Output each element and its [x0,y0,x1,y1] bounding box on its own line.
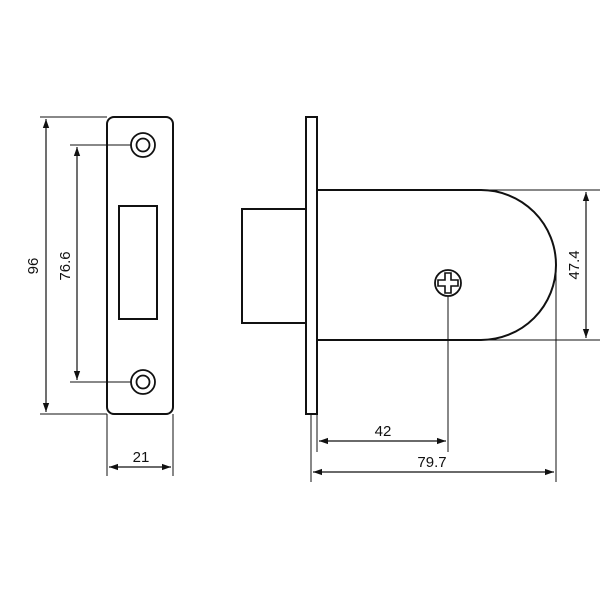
screw-spacing-dimension: 76.6 [57,144,131,383]
bolt-slot [118,205,158,320]
top-screw-hole [130,132,156,158]
faceplate-width-label: 21 [133,449,150,466]
faceplate-height-dimension: 96 [25,116,107,415]
backset-dimension: 42 [316,296,449,452]
screw-spacing-label: 76.6 [57,251,74,280]
faceplate-front-view [106,116,174,415]
bottom-screw-hole [130,369,156,395]
overall-depth-dimension: 79.7 [310,265,557,482]
faceplate-width-dimension: 21 [106,414,174,476]
lock-case [317,189,557,341]
faceplate-outline [106,116,174,415]
side-faceplate [305,116,318,415]
faceplate-height-label: 96 [25,258,42,275]
overall-depth-label: 79.7 [417,454,446,471]
lock-side-view [241,116,557,415]
case-height-label: 47.4 [566,250,583,279]
cross-screw-icon [434,269,462,297]
backset-label: 42 [375,423,392,440]
bolt [241,208,307,324]
case-height-dimension: 47.4 [481,189,600,341]
